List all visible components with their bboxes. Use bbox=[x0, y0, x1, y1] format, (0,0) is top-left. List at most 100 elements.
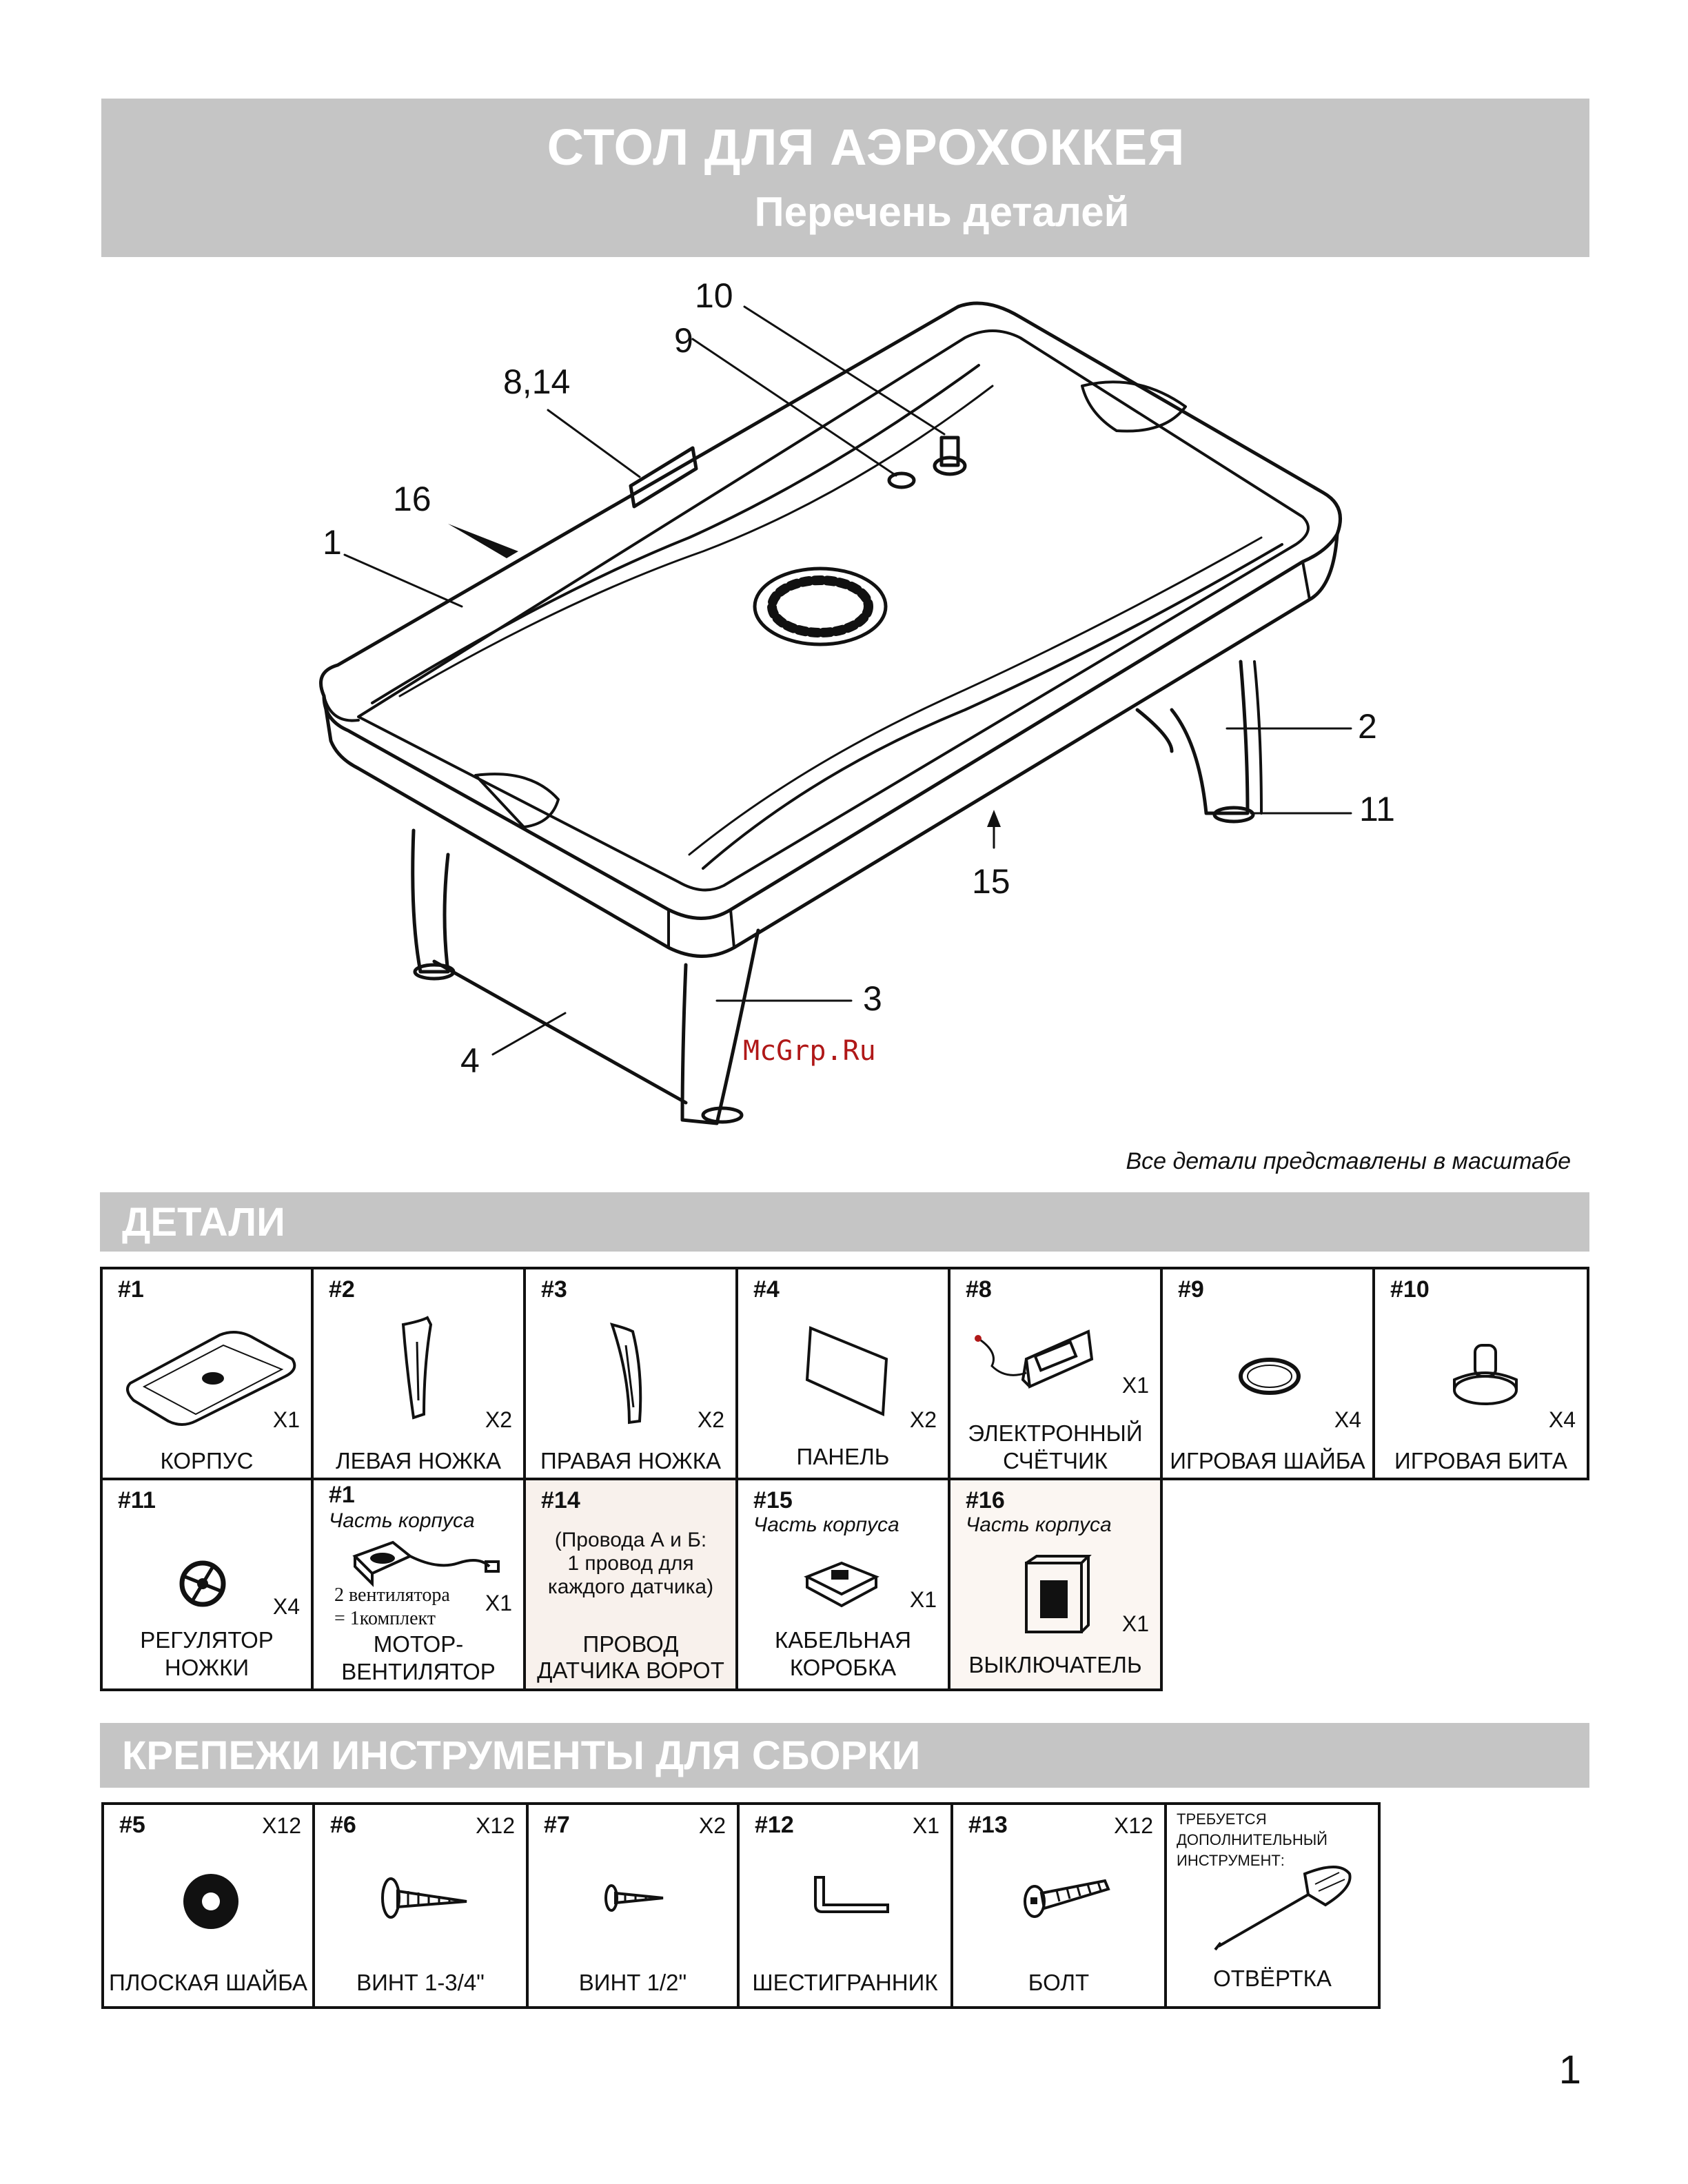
part-subtitle: Часть корпуса bbox=[966, 1513, 1112, 1536]
part-number: #16 bbox=[966, 1487, 1005, 1513]
part-name-line2: НОЖКИ bbox=[164, 1655, 250, 1680]
hardware-name: ПЛОСКАЯ ШАЙБА bbox=[108, 1970, 308, 1995]
part-name-line2: КОРОБКА bbox=[789, 1655, 897, 1680]
part-cell-14: #14 (Провода А и Б: 1 провод для каждого… bbox=[523, 1478, 738, 1691]
part-number: #2 bbox=[329, 1276, 355, 1303]
leg-leveler-icon bbox=[179, 1560, 226, 1607]
tool-note-line3: ИНСТРУМЕНТ: bbox=[1177, 1852, 1285, 1869]
part-qty: X2 bbox=[697, 1407, 724, 1432]
part-number: #9 bbox=[1178, 1276, 1204, 1303]
screw-long-icon bbox=[381, 1877, 467, 1919]
part-name: ЛЕВАЯ НОЖКА bbox=[335, 1448, 502, 1473]
callout-2: 2 bbox=[1358, 707, 1377, 746]
part-cell-3: #3 X2 ПРАВАЯ НОЖКА bbox=[523, 1267, 738, 1480]
part-name: ВЫКЛЮЧАТЕЛЬ bbox=[968, 1652, 1142, 1677]
power-switch-icon bbox=[1025, 1555, 1092, 1633]
part-note-line2: = 1комплект bbox=[334, 1608, 436, 1629]
page-number: 1 bbox=[1558, 2048, 1581, 2092]
tool-name: ОТВЁРТКА bbox=[1213, 1966, 1332, 1991]
panel-icon bbox=[805, 1326, 888, 1417]
tool-note-line1: ТРЕБУЕТСЯ bbox=[1177, 1810, 1267, 1828]
table-body-icon bbox=[126, 1331, 296, 1426]
hardware-qty: X12 bbox=[476, 1813, 515, 1838]
part-cell-1: #1 X1 КОРПУС bbox=[100, 1267, 314, 1480]
part-name-line1: КАБЕЛЬНАЯ bbox=[775, 1627, 911, 1653]
part-name-line2: ДАТЧИКА ВОРОТ bbox=[537, 1657, 724, 1683]
callout-16: 16 bbox=[393, 480, 431, 518]
part-name-line2: СЧЁТЧИК bbox=[1003, 1448, 1108, 1473]
callout-15: 15 bbox=[972, 862, 1010, 901]
callout-10: 10 bbox=[695, 276, 733, 315]
hardware-number: #6 bbox=[330, 1812, 356, 1838]
part-name-line1: ПРОВОД bbox=[582, 1631, 679, 1657]
part-cell-9: #9 X4 ИГРОВАЯ ШАЙБА bbox=[1160, 1267, 1375, 1480]
hardware-section-title: КРЕПЕЖИ ИНСТРУМЕНТЫ ДЛЯ СБОРКИ bbox=[122, 1733, 921, 1778]
hardware-name: БОЛТ bbox=[1028, 1970, 1090, 1995]
watermark: McGrp.Ru bbox=[743, 1035, 876, 1067]
header-banner: СТОЛ ДЛЯ АЭРОХОККЕЯ Перечень деталей bbox=[101, 99, 1589, 257]
table-diagram: 10 9 8,14 16 1 2 11 15 3 4 bbox=[0, 262, 1688, 1144]
part-qty: X2 bbox=[485, 1407, 512, 1432]
cable-box-icon bbox=[804, 1561, 879, 1608]
puck-icon bbox=[1239, 1358, 1301, 1395]
part-number: #1 bbox=[329, 1482, 355, 1508]
hardware-qty: X1 bbox=[912, 1813, 939, 1838]
hardware-qty: X12 bbox=[1114, 1813, 1153, 1838]
hardware-number: #5 bbox=[119, 1812, 145, 1838]
part-number: #15 bbox=[753, 1487, 793, 1513]
bolt-icon bbox=[1024, 1879, 1110, 1918]
hex-key-icon bbox=[814, 1876, 889, 1913]
part-note-line1: 2 вентилятора bbox=[334, 1584, 450, 1606]
part-number: #14 bbox=[541, 1487, 580, 1513]
hardware-cell-6: #6 X12 ВИНТ 1-3/4" bbox=[312, 1802, 529, 2009]
part-cell-4: #4 X2 ПАНЕЛЬ bbox=[735, 1267, 950, 1480]
hardware-number: #12 bbox=[755, 1812, 794, 1838]
part-note-line3: каждого датчика) bbox=[547, 1575, 714, 1598]
part-note-line2: 1 провод для bbox=[567, 1552, 694, 1575]
screwdriver-icon bbox=[1214, 1866, 1352, 1951]
tool-note-line2: ДОПОЛНИТЕЛЬНЫЙ bbox=[1177, 1831, 1328, 1848]
part-qty: X4 bbox=[272, 1594, 300, 1619]
part-name-line1: ЭЛЕКТРОННЫЙ bbox=[968, 1420, 1143, 1446]
hardware-number: #7 bbox=[544, 1812, 570, 1838]
hardware-number: #13 bbox=[968, 1812, 1008, 1838]
part-name-line1: МОТОР- bbox=[373, 1631, 464, 1657]
part-qty: X1 bbox=[909, 1587, 937, 1612]
table-illustration bbox=[319, 301, 1352, 1125]
flat-washer-icon bbox=[183, 1874, 238, 1929]
callout-3: 3 bbox=[863, 979, 882, 1018]
part-number: #4 bbox=[753, 1276, 780, 1303]
part-name: ПРАВАЯ НОЖКА bbox=[540, 1448, 721, 1473]
part-name-line1: РЕГУЛЯТОР bbox=[140, 1627, 274, 1653]
right-leg-icon bbox=[609, 1323, 642, 1425]
part-cell-1-fan: #1 Часть корпуса 2 вентилятора = 1компле… bbox=[311, 1478, 526, 1691]
hardware-name: ВИНТ 1-3/4" bbox=[356, 1970, 485, 1995]
callout-9: 9 bbox=[674, 321, 693, 360]
page-subtitle: Перечень деталей bbox=[754, 189, 1130, 235]
part-qty: X2 bbox=[909, 1407, 937, 1432]
part-cell-10: #10 X4 ИГРОВАЯ БИТА bbox=[1372, 1267, 1589, 1480]
callout-4: 4 bbox=[460, 1041, 480, 1080]
hardware-name: ВИНТ 1/2" bbox=[578, 1970, 687, 1995]
part-name: КОРПУС bbox=[160, 1448, 254, 1473]
part-number: #8 bbox=[966, 1276, 992, 1303]
hardware-qty: X12 bbox=[262, 1813, 301, 1838]
part-cell-2: #2 X2 ЛЕВАЯ НОЖКА bbox=[311, 1267, 526, 1480]
parts-section-header: ДЕТАЛИ bbox=[100, 1192, 1589, 1252]
part-name: ПАНЕЛЬ bbox=[796, 1444, 890, 1469]
part-qty: X4 bbox=[1548, 1407, 1576, 1432]
callout-8-14: 8,14 bbox=[503, 363, 571, 401]
screw-short-icon bbox=[604, 1884, 664, 1912]
part-number: #3 bbox=[541, 1276, 567, 1303]
scale-note: Все детали представлены в масштабе bbox=[1126, 1148, 1571, 1174]
part-number: #10 bbox=[1390, 1276, 1430, 1303]
part-note-line1: (Провода А и Б: bbox=[554, 1529, 707, 1551]
part-cell-8: #8 X1 ЭЛЕКТРОННЫЙ СЧЁТЧИК bbox=[948, 1267, 1163, 1480]
hardware-cell-13: #13 X12 БОЛТ bbox=[950, 1802, 1167, 2009]
part-subtitle: Часть корпуса bbox=[753, 1513, 899, 1536]
part-name-line2: ВЕНТИЛЯТОР bbox=[341, 1659, 496, 1684]
part-number: #1 bbox=[118, 1276, 144, 1303]
page-title: СТОЛ ДЛЯ АЭРОХОККЕЯ bbox=[547, 119, 1186, 176]
part-cell-11: #11 X4 РЕГУЛЯТОР НОЖКИ bbox=[100, 1478, 314, 1691]
part-qty: X4 bbox=[1334, 1407, 1361, 1432]
